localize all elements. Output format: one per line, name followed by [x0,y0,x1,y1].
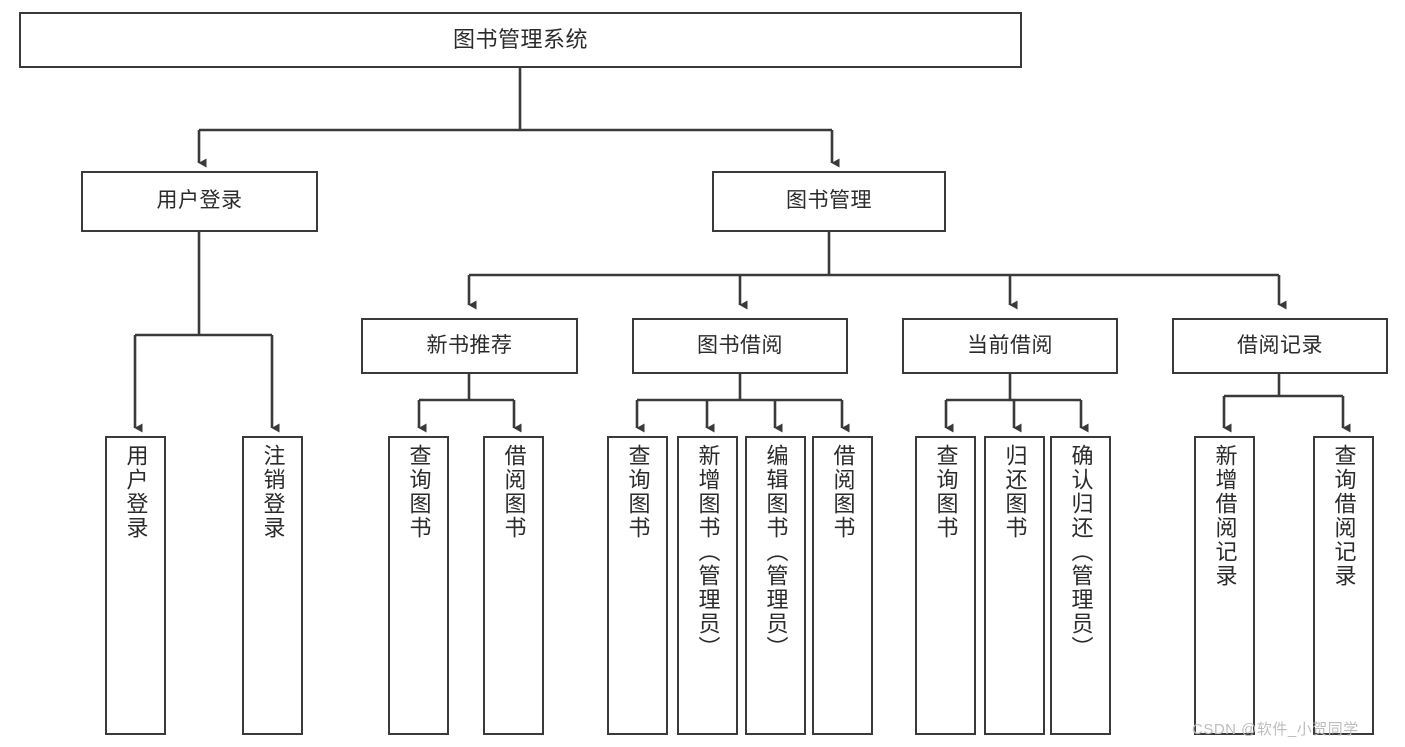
node-book-management[interactable]: 图书管理 [712,171,946,232]
node-label: 借阅记录 [1237,333,1323,357]
leaf-book-borrow-query[interactable]: 查询图书 [607,436,668,735]
node-label: 查询借阅记录 [1331,444,1357,588]
leaf-book-borrow-lend[interactable]: 借阅图书 [812,436,873,735]
node-label: 图书借阅 [697,333,783,357]
node-book-borrow[interactable]: 图书借阅 [632,318,848,374]
leaf-book-borrow-edit[interactable]: 编辑图书（管理员） [745,436,806,735]
leaf-new-book-query[interactable]: 查询图书 [388,436,449,735]
leaf-user-login-signout[interactable]: 注销登录 [242,436,303,735]
node-borrow-record[interactable]: 借阅记录 [1172,318,1388,374]
node-label: 注销登录 [260,444,286,540]
node-label: 用户登录 [123,444,149,540]
leaf-new-book-borrow[interactable]: 借阅图书 [483,436,544,735]
node-label: 用户登录 [156,189,243,213]
leaf-current-borrow-query[interactable]: 查询图书 [915,436,976,735]
leaf-borrow-record-add[interactable]: 新增借阅记录 [1194,436,1255,735]
node-label: 新增借阅记录 [1212,444,1238,588]
node-root-system[interactable]: 图书管理系统 [19,12,1022,68]
node-user-login[interactable]: 用户登录 [81,171,318,232]
leaf-current-borrow-return[interactable]: 归还图书 [984,436,1045,735]
leaf-book-borrow-add[interactable]: 新增图书（管理员） [677,436,738,735]
node-label: 借阅图书 [830,444,856,540]
node-label: 查询图书 [625,444,651,540]
node-label: 借阅图书 [501,444,527,540]
node-label: 查询图书 [933,444,959,540]
node-label: 归还图书 [1002,444,1028,540]
watermark-text: CSDN @软件_小贺同学 [1192,721,1359,738]
leaf-current-borrow-confirm-return[interactable]: 确认归还（管理员） [1050,436,1111,735]
leaf-user-login-signin[interactable]: 用户登录 [105,436,166,735]
node-label: 查询图书 [406,444,432,540]
node-label: 图书管理 [786,189,872,213]
node-new-book-recommend[interactable]: 新书推荐 [361,318,578,374]
node-label: 图书管理系统 [452,27,588,53]
node-label: 当前借阅 [967,333,1053,357]
node-label: 编辑图书（管理员） [763,444,789,660]
leaf-borrow-record-query[interactable]: 查询借阅记录 [1313,436,1374,735]
node-label: 确认归还（管理员） [1068,444,1094,660]
node-current-borrow[interactable]: 当前借阅 [902,318,1118,374]
node-label: 新增图书（管理员） [695,444,721,660]
node-label: 新书推荐 [426,333,513,357]
